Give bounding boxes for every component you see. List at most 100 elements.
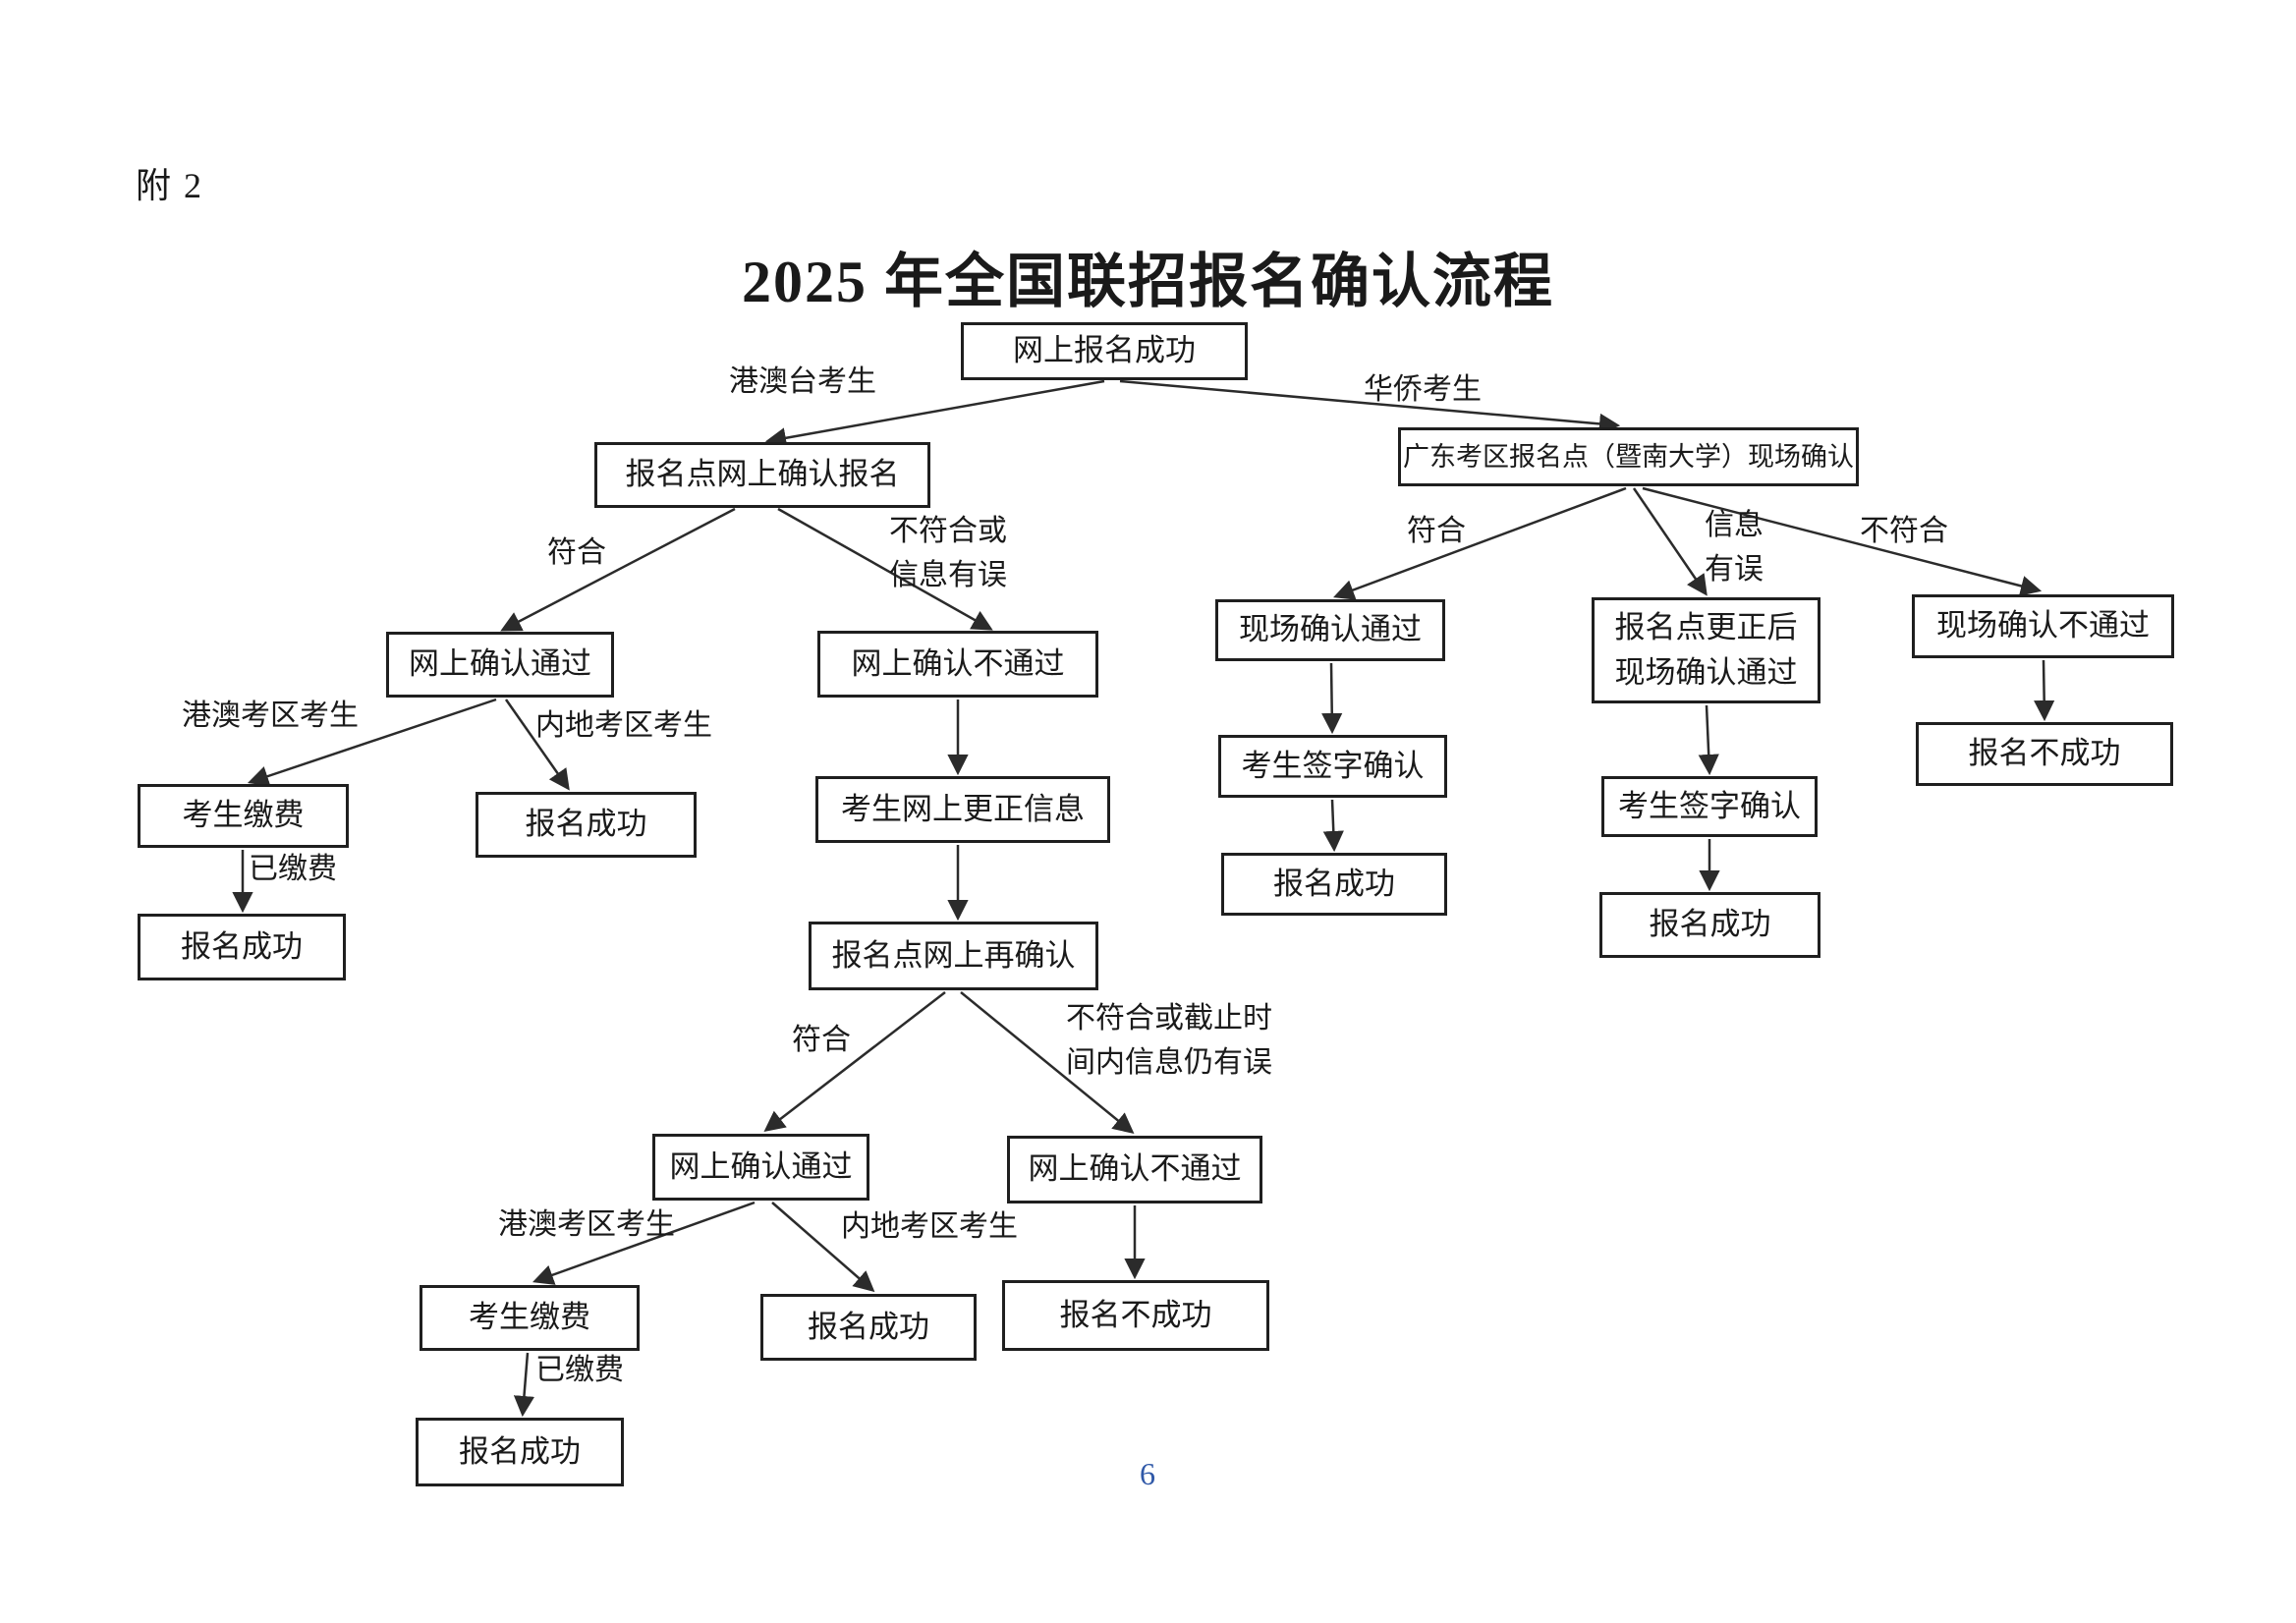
edge-label-text: 有误 [1705, 553, 1764, 586]
flow-node-text: 考生签字确认 [1241, 748, 1425, 783]
edge-label-conform-1: 符合 [547, 531, 606, 575]
edge-label-info-error-right: 信息有误 [1705, 503, 1764, 591]
flow-edge-site-correct-onsite-pass-to-candidate-sign-2 [1698, 704, 1719, 776]
flow-edge-online-register-success-to-gd-onsite-confirm [1119, 379, 1621, 434]
edge-label-text: 不符合或 [889, 515, 1007, 547]
flow-node-text: 报名成功 [808, 1309, 929, 1344]
flow-node-onsite-confirm-pass: 现场确认通过 [1215, 599, 1445, 661]
edge-label-text: 港澳台考生 [729, 365, 876, 398]
flow-node-text: 网上确认通过 [669, 1148, 853, 1184]
attachment-label: 附 2 [136, 166, 204, 205]
edge-label-paid-1: 已缴费 [249, 847, 337, 891]
flow-node-online-confirm-pass-2: 网上确认通过 [652, 1134, 869, 1201]
flow-node-text: 报名不成功 [1968, 736, 2121, 771]
edge-label-text: 符合 [547, 536, 606, 569]
flow-node-text: 报名点更正后 [1614, 609, 1798, 644]
flow-node-text: 考生缴费 [469, 1300, 590, 1335]
edge-label-overseas-candidates: 华侨考生 [1364, 367, 1482, 412]
flow-node-register-success-5: 报名成功 [760, 1294, 977, 1361]
flow-node-register-success-3: 报名成功 [1221, 853, 1447, 916]
edge-label-text: 华侨考生 [1364, 373, 1482, 406]
flow-node-onsite-confirm-fail: 现场确认不通过 [1912, 594, 2174, 658]
page-number: 6 [1140, 1456, 1155, 1491]
flow-node-online-confirm-pass-1: 网上确认通过 [386, 632, 614, 698]
edge-label-conform-right: 符合 [1407, 509, 1466, 553]
flow-edge-online-confirm-pass-2-to-register-success-5 [771, 1202, 875, 1293]
flow-edge-site-online-confirm-to-online-confirm-pass-1 [500, 507, 736, 632]
flow-node-online-confirm-fail-1: 网上确认不通过 [817, 631, 1098, 698]
flow-node-candidate-sign-2: 考生签字确认 [1601, 776, 1818, 837]
edge-label-text: 信息有误 [889, 559, 1007, 591]
flow-edge-onsite-confirm-pass-to-candidate-sign-1 [1321, 662, 1343, 735]
flow-node-register-success-6: 报名成功 [416, 1418, 624, 1486]
edge-label-text: 信息 [1705, 509, 1764, 541]
edge-label-hm-zone-candidates-1: 港澳考区考生 [182, 694, 359, 738]
flow-node-text: 网上报名成功 [1013, 333, 1196, 368]
flow-edge-site-online-reconfirm-to-online-confirm-fail-2 [960, 991, 1135, 1135]
flow-edge-online-confirm-pass-2-to-candidate-pay-2 [532, 1201, 756, 1285]
flow-edge-online-confirm-pass-1-to-register-success-1 [504, 699, 570, 791]
flow-node-text: 报名成功 [1273, 866, 1395, 901]
edge-label-text: 间内信息仍有误 [1066, 1046, 1272, 1079]
edge-label-not-conform-right: 不符合 [1860, 509, 1948, 553]
flow-node-register-success-4: 报名成功 [1599, 892, 1820, 958]
flow-node-text: 报名不成功 [1059, 1297, 1212, 1332]
flow-edge-gd-onsite-confirm-to-onsite-confirm-pass [1333, 486, 1627, 600]
edge-label-text: 不符合或截止时 [1066, 1002, 1272, 1035]
flow-node-site-online-reconfirm: 报名点网上再确认 [809, 922, 1098, 990]
flow-node-text: 网上确认通过 [409, 646, 591, 682]
flow-node-register-success-1: 报名成功 [476, 792, 697, 858]
edge-label-text: 符合 [792, 1024, 851, 1056]
edge-label-text: 不符合 [1860, 515, 1948, 547]
flow-edge-site-online-confirm-to-online-confirm-fail-1 [777, 507, 993, 631]
edge-label-hmt-candidates: 港澳台考生 [729, 360, 876, 404]
flow-node-site-online-confirm: 报名点网上确认报名 [594, 442, 930, 508]
flow-node-text: 报名点网上确认报名 [625, 457, 900, 492]
flow-node-text: 考生缴费 [182, 798, 305, 833]
edge-label-mainland-candidates-1: 内地考区考生 [535, 703, 712, 748]
flow-node-text: 考生网上更正信息 [841, 791, 1085, 826]
flow-node-text: 现场确认通过 [1614, 655, 1798, 690]
flow-node-text: 报名成功 [181, 928, 303, 964]
flow-node-register-success-2: 报名成功 [138, 914, 346, 980]
flow-node-online-register-success: 网上报名成功 [961, 322, 1248, 380]
flow-edge-candidate-pay-2-to-register-success-6 [513, 1352, 535, 1418]
flow-node-gd-onsite-confirm: 广东考区报名点（暨南大学）现场确认 [1398, 427, 1859, 486]
edge-label-paid-2: 已缴费 [535, 1348, 624, 1392]
edge-label-conform-2: 符合 [792, 1018, 851, 1062]
page-title: 2025 年全国联招报名确认流程 [742, 250, 1554, 314]
edge-label-text: 已缴费 [249, 853, 337, 885]
flow-node-text: 考生签字确认 [1618, 788, 1801, 823]
flow-node-candidate-pay-1: 考生缴费 [138, 784, 349, 848]
edge-label-text: 符合 [1407, 515, 1466, 547]
flow-node-candidate-correct-online: 考生网上更正信息 [815, 776, 1110, 843]
flow-edge-online-register-success-to-site-online-confirm [764, 379, 1105, 449]
edge-label-text: 港澳考区考生 [182, 700, 359, 732]
flow-edge-gd-onsite-confirm-to-site-correct-onsite-pass [1632, 487, 1708, 596]
edge-label-text: 已缴费 [535, 1354, 624, 1386]
edge-label-text: 内地考区考生 [535, 709, 712, 742]
flow-edge-site-online-reconfirm-to-online-confirm-pass-2 [763, 991, 946, 1132]
flow-node-text: 报名成功 [1649, 907, 1771, 942]
flow-edge-gd-onsite-confirm-to-onsite-confirm-fail [1642, 486, 2043, 596]
flow-node-site-correct-onsite-pass: 报名点更正后现场确认通过 [1592, 597, 1820, 703]
edge-label-mainland-candidates-2: 内地考区考生 [841, 1204, 1018, 1249]
flow-edge-candidate-sign-1-to-register-success-3 [1322, 799, 1344, 853]
flow-node-text: 广东考区报名点（暨南大学）现场确认 [1403, 441, 1854, 472]
edge-label-not-conform-2: 不符合或截止时间内信息仍有误 [1066, 996, 1272, 1085]
flow-edge-online-confirm-pass-1-to-candidate-pay-1 [247, 698, 497, 787]
flow-node-text: 网上确认不通过 [1028, 1151, 1242, 1187]
flow-node-text: 报名点网上再确认 [831, 937, 1076, 973]
edge-label-hm-zone-candidates-2: 港澳考区考生 [498, 1203, 675, 1247]
flow-node-register-fail-1: 报名不成功 [1916, 722, 2173, 786]
edge-label-not-conform-1: 不符合或信息有误 [889, 509, 1007, 597]
flow-node-text: 现场确认不通过 [1936, 608, 2150, 644]
flow-node-candidate-pay-2: 考生缴费 [420, 1285, 640, 1351]
flow-node-text: 现场确认通过 [1239, 612, 1422, 647]
flow-node-register-fail-2: 报名不成功 [1002, 1280, 1269, 1351]
flow-node-text: 报名成功 [459, 1433, 581, 1469]
flow-node-text: 网上确认不通过 [851, 645, 1065, 681]
flow-node-online-confirm-fail-2: 网上确认不通过 [1007, 1136, 1262, 1203]
